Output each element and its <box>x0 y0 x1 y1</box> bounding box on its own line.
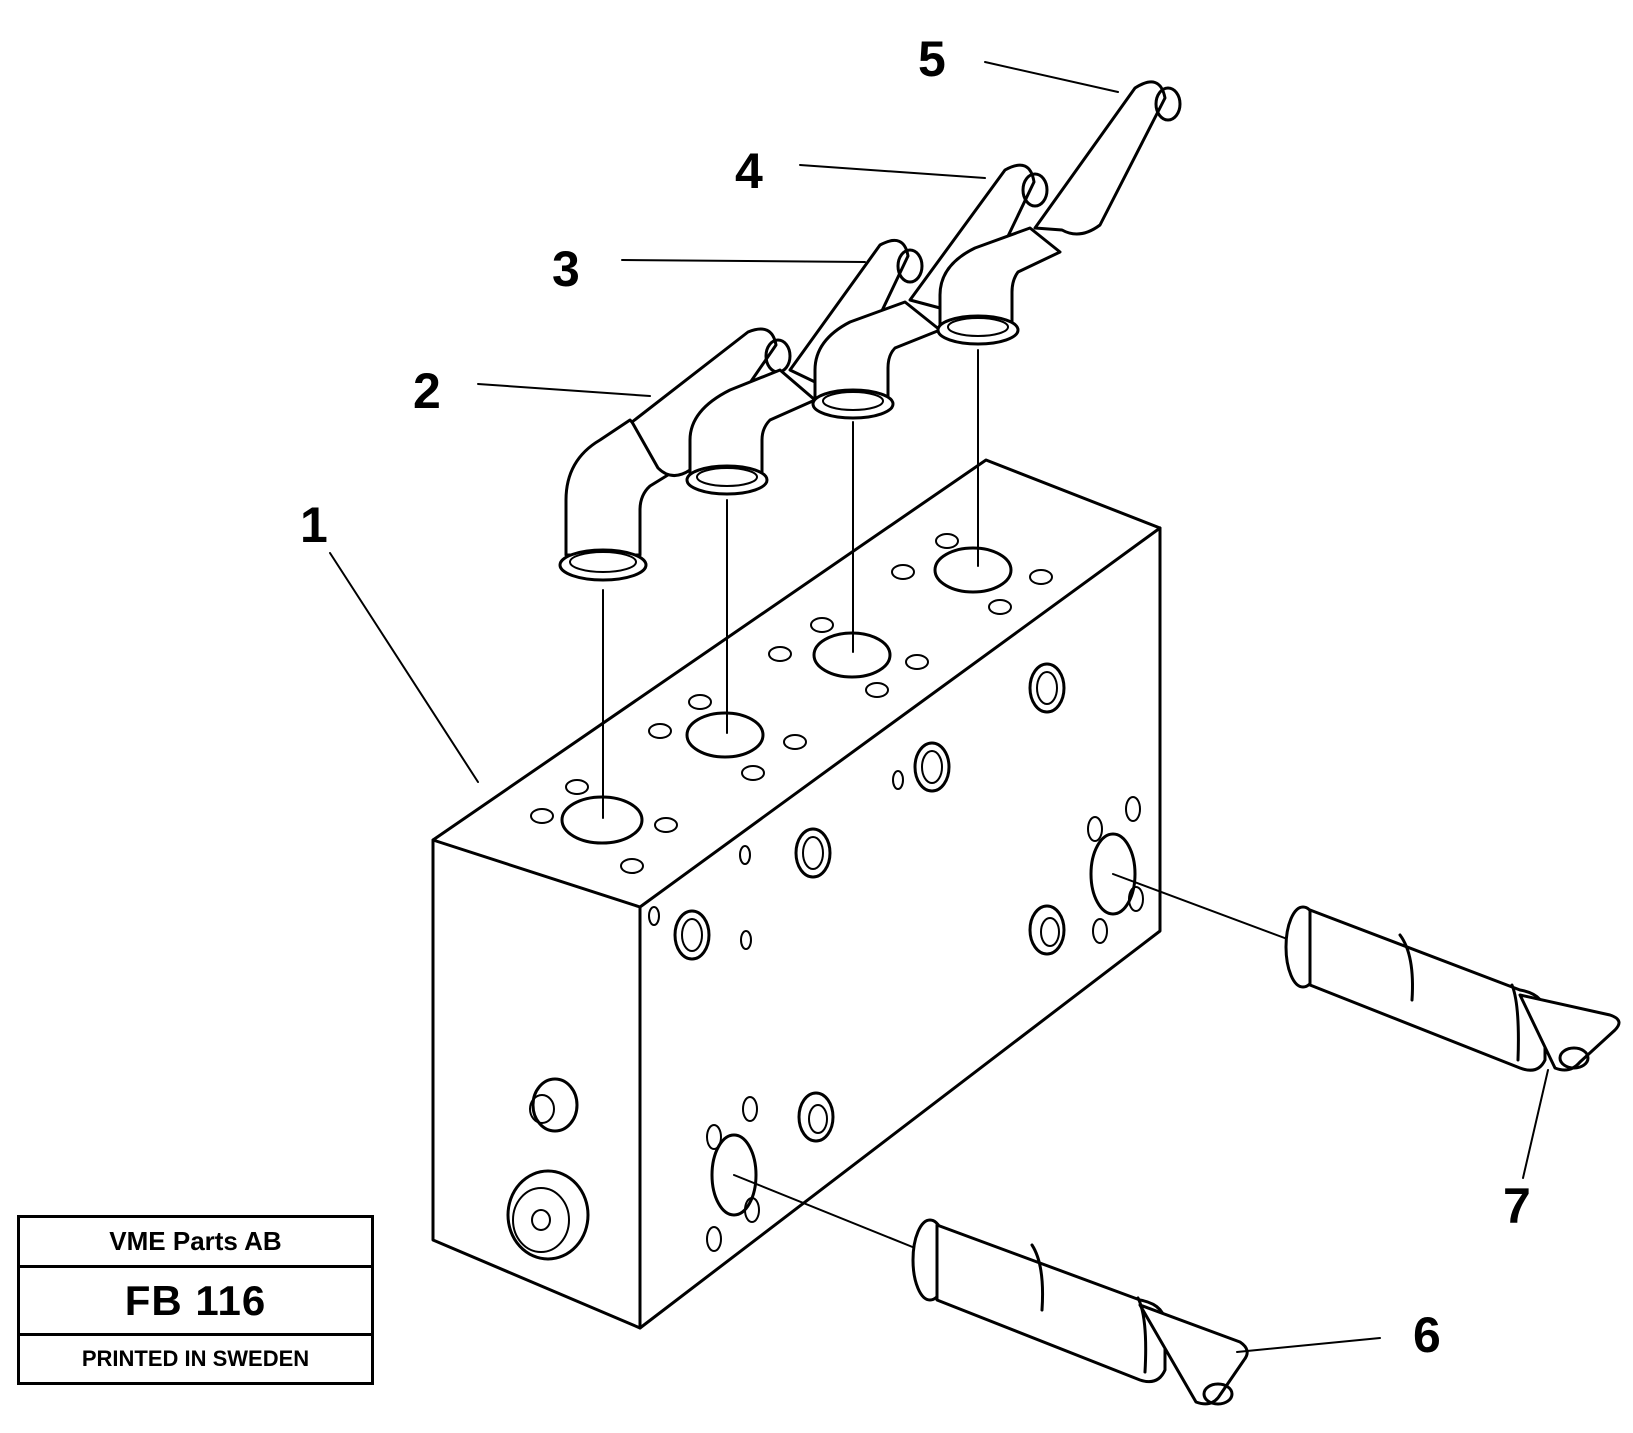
figure-code: FB 116 <box>20 1268 371 1336</box>
callout-7: 7 <box>1503 1178 1531 1234</box>
tube-4 <box>811 163 1049 420</box>
valve-block <box>431 458 1162 1330</box>
callout-5: 5 <box>918 31 946 87</box>
tube-5 <box>936 80 1182 346</box>
callout-3: 3 <box>552 241 580 297</box>
front-face-plugs <box>506 662 1144 1261</box>
callout-1: 1 <box>300 497 328 553</box>
callout-6: 6 <box>1413 1307 1441 1363</box>
assembly-lines <box>602 349 1291 1249</box>
title-block: VME Parts AB FB 116 PRINTED IN SWEDEN <box>17 1215 374 1385</box>
callout-labels: 1 2 3 4 5 6 7 <box>300 31 1531 1363</box>
tube-2 <box>558 327 792 582</box>
leader-lines <box>329 61 1549 1353</box>
tube-7 <box>1284 905 1621 1072</box>
callout-2: 2 <box>413 363 441 419</box>
printed-in-label: PRINTED IN SWEDEN <box>81 1346 310 1371</box>
callout-4: 4 <box>735 143 763 199</box>
tube-6 <box>911 1218 1249 1406</box>
top-face-ports <box>530 533 1053 874</box>
company-name: VME Parts AB <box>20 1218 371 1268</box>
